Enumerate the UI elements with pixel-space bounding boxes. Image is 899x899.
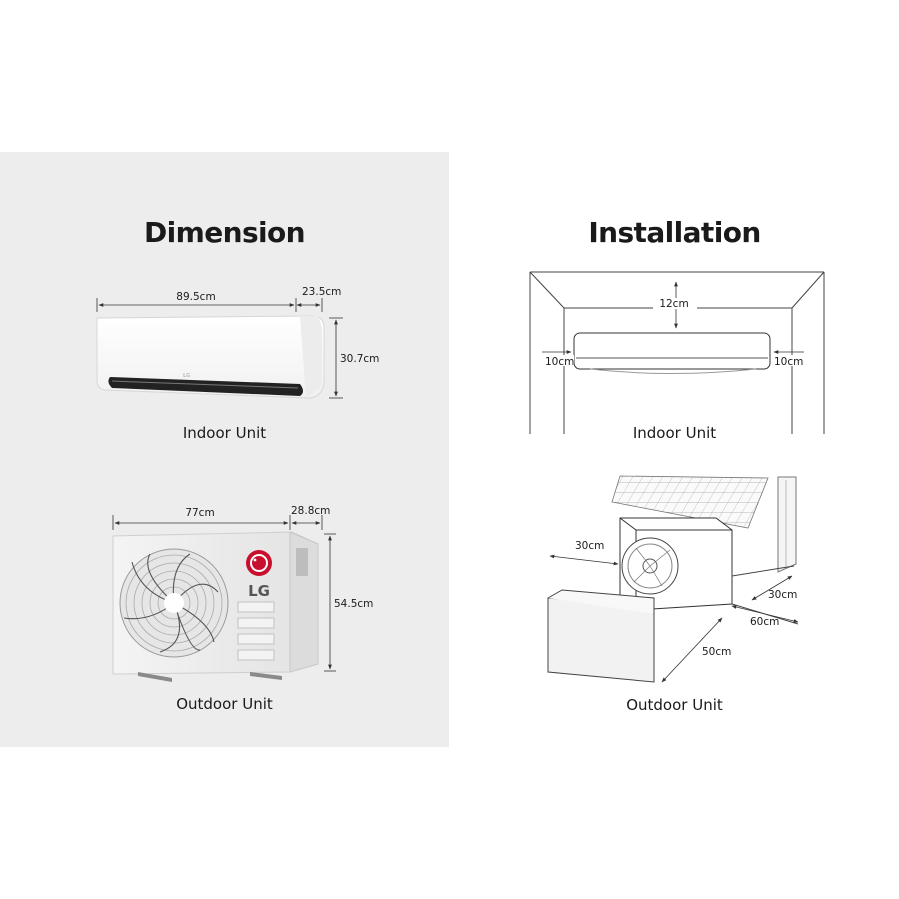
indoor-unit-caption: Indoor Unit bbox=[182, 424, 267, 442]
lg-logo-icon bbox=[246, 550, 272, 576]
clearance-outdoor-side-dimension: 60cm bbox=[731, 605, 799, 628]
outdoor-height-label: 54.5cm bbox=[334, 598, 373, 610]
clearance-outdoor-left-dimension: 30cm bbox=[549, 540, 619, 566]
indoor-width-label: 89.5cm bbox=[176, 291, 215, 303]
outdoor-width-dimension: 77cm bbox=[112, 507, 291, 530]
outdoor-height-dimension: 54.5cm bbox=[324, 533, 373, 672]
clearance-right-dimension: 10cm bbox=[772, 350, 805, 368]
clearance-top-dimension: 12cm bbox=[653, 281, 697, 329]
room-illustration bbox=[529, 271, 825, 434]
installation-panel: Installation bbox=[450, 152, 899, 747]
clearance-left-label: 10cm bbox=[545, 356, 574, 368]
indoor-depth-dimension: 23.5cm bbox=[296, 286, 341, 312]
indoor-unit-illustration: LG bbox=[96, 315, 325, 399]
dimension-panel: Dimension LG bbox=[0, 152, 449, 747]
indoor-unit-outline bbox=[573, 332, 771, 374]
outdoor-depth-label: 28.8cm bbox=[291, 505, 330, 517]
clearance-outdoor-side-label: 60cm bbox=[750, 616, 779, 628]
install-indoor-caption: Indoor Unit bbox=[632, 424, 717, 442]
indoor-width-dimension: 89.5cm bbox=[96, 291, 297, 312]
dimension-title: Dimension bbox=[144, 216, 306, 249]
clearance-top-label: 12cm bbox=[659, 298, 688, 310]
indoor-height-label: 30.7cm bbox=[340, 353, 379, 365]
dimension-drawings: LG 89.5cm 23.5cm 30.7cm bbox=[96, 286, 379, 682]
outdoor-depth-dimension: 28.8cm bbox=[291, 505, 330, 530]
clearance-right-label: 10cm bbox=[774, 356, 803, 368]
installation-drawings: 12cm 10cm 10cm bbox=[529, 271, 825, 683]
indoor-depth-label: 23.5cm bbox=[302, 286, 341, 298]
outdoor-scene-illustration bbox=[547, 475, 799, 683]
install-outdoor-caption: Outdoor Unit bbox=[626, 696, 723, 714]
clearance-outdoor-front-dimension: 50cm bbox=[661, 617, 731, 683]
indoor-height-dimension: 30.7cm bbox=[329, 317, 379, 399]
clearance-outdoor-left-label: 30cm bbox=[575, 540, 604, 552]
installation-title: Installation bbox=[588, 216, 761, 249]
clearance-outdoor-back-label: 30cm bbox=[768, 589, 797, 601]
outdoor-width-label: 77cm bbox=[185, 507, 214, 519]
clearance-left-dimension: 10cm bbox=[542, 350, 574, 368]
clearance-outdoor-back-dimension: 30cm bbox=[751, 575, 797, 601]
brand-label: LG bbox=[248, 582, 270, 600]
clearance-outdoor-front-label: 50cm bbox=[702, 646, 731, 658]
outdoor-unit-caption: Outdoor Unit bbox=[176, 695, 273, 713]
outdoor-unit-illustration: LG bbox=[112, 531, 319, 682]
svg-text:LG: LG bbox=[183, 373, 190, 379]
